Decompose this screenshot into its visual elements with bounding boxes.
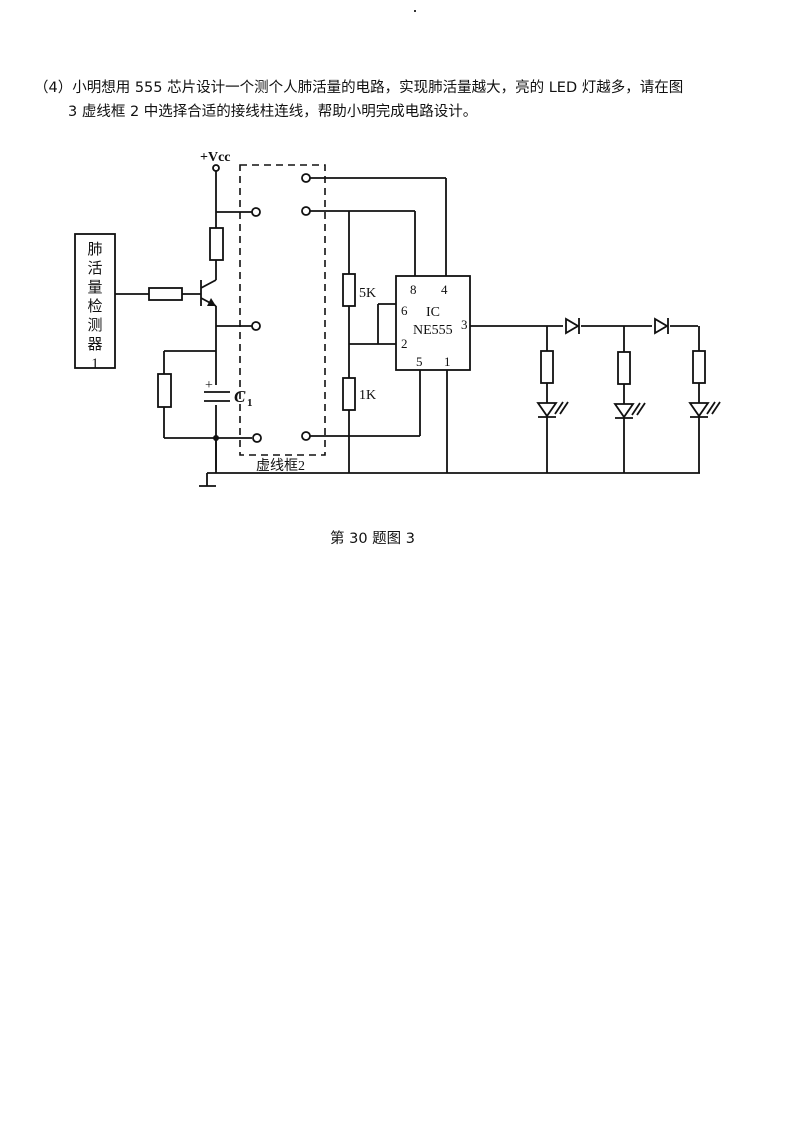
- ic-model: NE555: [413, 323, 453, 338]
- base-resistor: [148, 287, 183, 301]
- led-icon: [536, 402, 558, 418]
- pin2-label: 2: [401, 336, 408, 351]
- vcc-label: +Vcc: [200, 150, 231, 165]
- detector-char: 肺: [87, 241, 102, 258]
- detector-char: 器: [87, 337, 102, 353]
- detector-char: 量: [87, 280, 102, 296]
- vcc-terminal: [212, 164, 220, 172]
- pin6-label: 6: [401, 303, 408, 318]
- pin3-label: 3: [461, 317, 468, 332]
- led-icon: [613, 403, 635, 419]
- led-resistor: [617, 351, 631, 385]
- resistor-5k-label: 5K: [359, 286, 376, 301]
- terminal-left-emitter[interactable]: [251, 321, 261, 331]
- pin4-label: 4: [441, 282, 448, 297]
- detector-box: [74, 233, 116, 369]
- detector-label: 肺 活 量 检 测 器 1: [87, 241, 102, 372]
- scan-artifact: [414, 10, 416, 12]
- led-branch-2: [613, 326, 646, 473]
- resistor-1k-label: 1K: [359, 388, 376, 403]
- transistor-collector: [200, 279, 217, 289]
- capacitor-polarity: +: [205, 378, 213, 393]
- ic-ne555: [395, 275, 471, 371]
- terminal-left-vcc[interactable]: [251, 207, 261, 217]
- led-icon: [688, 402, 710, 418]
- detector-char: 检: [87, 298, 102, 315]
- led-branch-3: [688, 326, 721, 473]
- ic-name: IC: [426, 305, 440, 320]
- terminal-right-pin5[interactable]: [301, 431, 311, 441]
- diode-2: [654, 317, 669, 335]
- discharge-resistor: [157, 373, 172, 408]
- resistor-1k: [342, 377, 356, 411]
- question-text: （4）小明想用 555 芯片设计一个测个人肺活量的电路，实现肺活量越大，亮的 L…: [34, 76, 774, 124]
- pin1-label: 1: [444, 354, 451, 369]
- pin5-label: 5: [416, 354, 423, 369]
- detector-char: 1: [91, 356, 99, 372]
- capacitor-gap: [204, 385, 230, 405]
- circuit-diagram: +Vcc 肺 活 量 检 测 器 1 + C 1 虚线: [74, 150, 721, 487]
- resistor-5k: [342, 273, 356, 307]
- figure-caption: 第 30 题图 3: [330, 531, 416, 547]
- terminal-right-pin4[interactable]: [301, 173, 311, 183]
- detector-char: 测: [87, 317, 102, 334]
- dashed-box-label: 虚线框2: [256, 458, 305, 474]
- led-resistor: [540, 350, 554, 384]
- dashed-box-2: [239, 164, 326, 456]
- diode-1: [565, 317, 580, 335]
- detector-char: 活: [87, 260, 102, 277]
- led-branch-1: [536, 326, 569, 473]
- terminal-right-pin8[interactable]: [301, 206, 311, 216]
- emitter-arrow-icon: [207, 298, 216, 306]
- question-line-2: 3 虚线框 2 中选择合适的接线柱连线，帮助小明完成电路设计。: [68, 104, 478, 120]
- question-line-1: （4）小明想用 555 芯片设计一个测个人肺活量的电路，实现肺活量越大，亮的 L…: [34, 80, 684, 96]
- terminal-left-ground[interactable]: [252, 433, 262, 443]
- pin8-label: 8: [410, 282, 417, 297]
- led-resistor: [692, 350, 706, 384]
- collector-resistor: [209, 227, 224, 261]
- capacitor-subscript: 1: [247, 397, 253, 409]
